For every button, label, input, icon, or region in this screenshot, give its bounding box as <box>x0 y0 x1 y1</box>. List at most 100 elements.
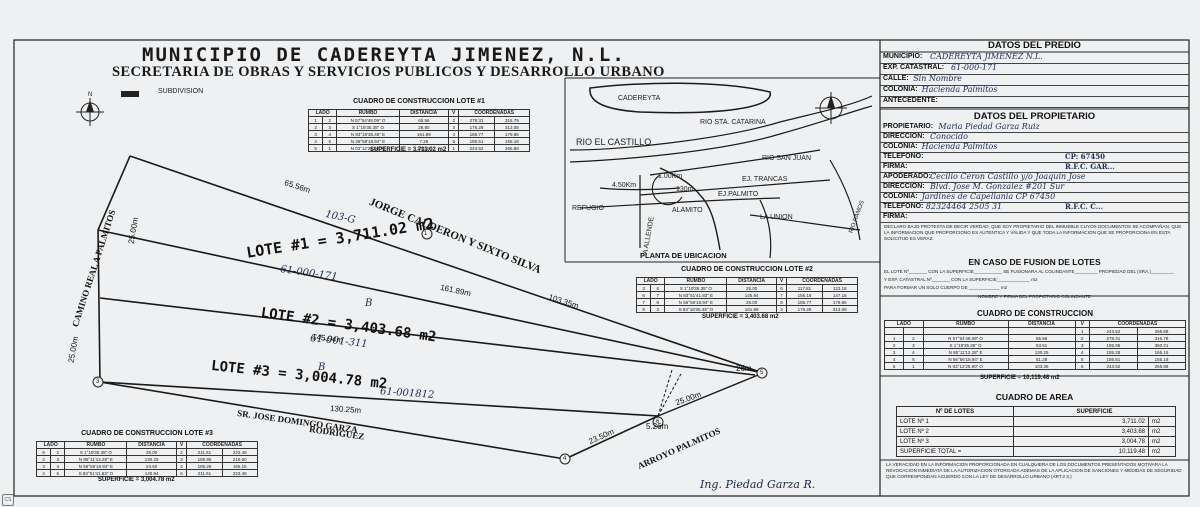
map-label-la-union: LA UNION <box>760 214 793 221</box>
info-label: TELEFONO: <box>883 153 924 160</box>
info-label: PROPIETARIO: <box>883 123 934 130</box>
map-label-rio-castillo: RIO EL CASTILLO <box>576 137 652 147</box>
info-extra: CP: 67450 <box>1065 152 1105 161</box>
info-value: Cecilio Ceron Castillo y/o Joaquin Jose <box>930 172 1086 181</box>
info-row: CALLE:Sin Nombre <box>880 74 1189 86</box>
info-row: MUNICIPIO: CADEREYTA JIMENEZ N.L. <box>880 52 1189 64</box>
col-v: V <box>447 109 460 117</box>
info-label: MUNICIPIO: <box>883 53 923 60</box>
info-row: ANTECEDENTE: <box>880 96 1189 108</box>
col-rumbo: RUMBO <box>922 320 1009 328</box>
lote-2-letter: B <box>365 298 373 309</box>
map-title: PLANTA DE UBICACION <box>640 251 727 260</box>
info-value: CADEREYTA JIMENEZ N.L. <box>930 52 1043 61</box>
col-distancia: DISTANCIA <box>726 277 777 285</box>
info-label: ANTECEDENTE: <box>883 97 938 104</box>
info-panel: DATOS DEL PREDIO MUNICIPIO: CADEREYTA JIM… <box>880 40 1189 302</box>
col-v: V <box>175 441 188 449</box>
info-label: TELEFONO: <box>883 203 924 210</box>
info-value: 61-000-171 <box>951 63 998 72</box>
location-map <box>569 82 873 259</box>
col-lado: LADO <box>635 277 666 285</box>
col-coordenadas: COORDENADAS <box>186 441 258 449</box>
signature: Ing. Piedad Garza R. <box>700 478 816 491</box>
col-coordenadas: COORDENADAS <box>458 109 530 117</box>
info-row: COLONIA:Hacienda Palmitos <box>880 142 1189 153</box>
map-label-ej-trancas: EJ. TRANCAS <box>742 176 788 183</box>
page-subtitle: SECRETARIA DE OBRAS Y SERVICIOS PUBLICOS… <box>112 64 665 80</box>
info-row: DIRECCION: Blvd. Jose M. Gonzalez #201 Su… <box>880 182 1189 193</box>
dim-9: 5.26m <box>646 422 669 431</box>
map-label-450km: 4.50Km <box>612 182 637 189</box>
fusion-block: EL LOTE Nº_______ CON LA SUPERFICIE_____… <box>884 269 1174 299</box>
info-value: Jardines de Capellania CP 67450 <box>921 192 1056 201</box>
info-label: DIRECCION: <box>883 133 925 140</box>
col-lado: LADO <box>307 109 338 117</box>
col-lado: LADO <box>884 320 924 328</box>
info-value: Conocido <box>930 132 968 141</box>
compass-icon <box>815 92 847 124</box>
legend-subdivision: SUBDIVISION <box>158 88 204 95</box>
col-rumbo: RUMBO <box>336 109 400 117</box>
north-arrow-icon: N <box>76 92 104 126</box>
info-label: FIRMA: <box>883 213 908 220</box>
page-title: MUNICIPIO DE CADEREYTA JIMENEZ, N.L. <box>142 44 626 66</box>
map-label-ej-palmito: EJ.PALMITO <box>718 191 759 198</box>
info-value: Hacienda Palmitos <box>921 85 998 94</box>
info-label: APODERADO: <box>883 173 931 180</box>
parcel-lines <box>97 155 764 460</box>
map-label-refugio: REFUGIO <box>572 205 604 212</box>
info-label: CALLE: <box>883 75 909 82</box>
col-distancia: DISTANCIA <box>126 441 177 449</box>
info-row: FIRMA:R.F.C. GAR... <box>880 162 1189 173</box>
col-v: V <box>1074 320 1090 328</box>
info-label: DIRECCION: <box>883 183 925 190</box>
declaro-text: DECLARO BAJO PROTESTA DE DECIR VERDAD, Q… <box>884 224 1182 241</box>
dim-10: 26m <box>736 364 752 373</box>
viewer-corner-icon[interactable]: CS <box>2 494 14 506</box>
info-extra: R.F.C. GAR... <box>1065 162 1115 171</box>
info-row: FIRMA: <box>880 212 1189 223</box>
lote-3-letter: B <box>318 362 326 373</box>
info-value: Blvd. Jose M. Gonzalez #201 Sur <box>930 182 1065 191</box>
info-row: EXP. CATASTRAL:61-000-171 <box>880 63 1189 75</box>
predio-fields: MUNICIPIO: CADEREYTA JIMENEZ N.L. EXP. CAT… <box>880 52 1189 109</box>
map-label-cadereyta: CADEREYTA <box>618 95 661 102</box>
info-row: DIRECCION: Conocido <box>880 132 1189 143</box>
col-coordenadas: COORDENADAS <box>786 277 858 285</box>
point-6: 6 <box>656 419 660 425</box>
col-v: V <box>775 277 788 285</box>
info-extra: R.F.C. C... <box>1065 202 1104 211</box>
info-row: COLONIA:Hacienda Palmitos <box>880 85 1189 97</box>
fusion-title: EN CASO DE FUSION DE LOTES <box>968 257 1101 267</box>
datos-predio-title: DATOS DEL PREDIO <box>988 40 1081 51</box>
point-1: 1 <box>424 231 428 237</box>
col-rumbo: RUMBO <box>64 441 128 449</box>
info-value: Maria Piedad Garza Ruiz <box>938 122 1040 131</box>
info-row: TELEFONO: CP: 67450 <box>880 152 1189 163</box>
